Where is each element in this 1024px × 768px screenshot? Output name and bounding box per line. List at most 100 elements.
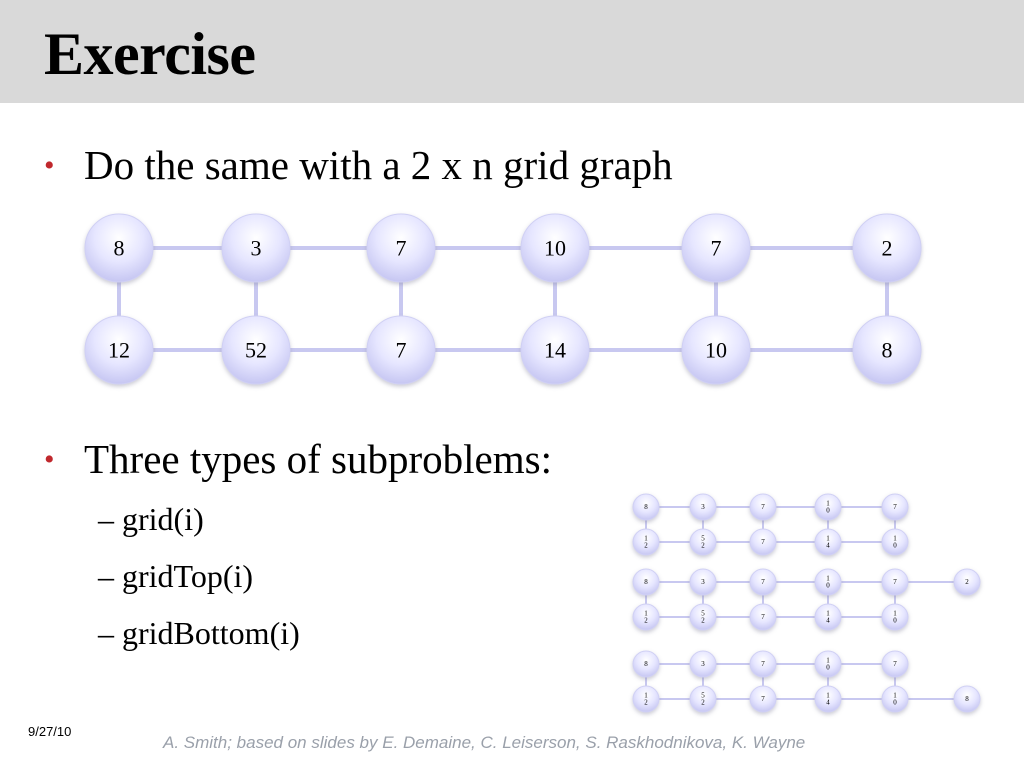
node-label-digit: 4 — [826, 699, 830, 707]
mini-node-top: 3 — [689, 493, 717, 521]
node-label-digit: 1 — [644, 691, 648, 699]
node-circle — [953, 568, 981, 596]
node-bottom: 14 — [520, 315, 590, 385]
node-circle — [689, 568, 717, 596]
node-label: 3 — [701, 660, 705, 668]
node-circle — [520, 315, 590, 385]
mini-node-top: 7 — [749, 568, 777, 596]
mini-node-top: 8 — [632, 650, 660, 678]
node-top: 8 — [84, 213, 154, 283]
mini-node-bottom: 12 — [632, 528, 660, 556]
mini-node-bottom: 14 — [814, 685, 842, 713]
node-label: 3 — [701, 503, 705, 511]
node-label-digit: 4 — [826, 617, 830, 625]
node-bottom: 8 — [852, 315, 922, 385]
node-label-digit: 2 — [701, 542, 705, 550]
node-label-digit: 1 — [826, 534, 830, 542]
node-label-digit: 5 — [701, 691, 705, 699]
subitem-grid-top: – gridTop(i) — [98, 558, 254, 594]
node-circle — [681, 315, 751, 385]
footer-credit: A. Smith; based on slides by E. Demaine,… — [163, 733, 806, 752]
mini-node-top: 8 — [632, 568, 660, 596]
node-label-digit: 2 — [701, 617, 705, 625]
node-circle — [749, 528, 777, 556]
mini-node-top: 7 — [881, 493, 909, 521]
node-label-digit: 1 — [893, 534, 897, 542]
node-label: 8 — [114, 236, 125, 261]
mini-node-bottom: 10 — [881, 603, 909, 631]
node-label-digit: 1 — [826, 609, 830, 617]
node-label-digit: 2 — [644, 699, 648, 707]
node-circle — [881, 568, 909, 596]
node-label: 8 — [965, 695, 969, 703]
node-circle — [881, 528, 909, 556]
node-label-digit: 4 — [826, 542, 830, 550]
node-label-digit: 1 — [826, 499, 830, 507]
node-circle — [632, 685, 660, 713]
node-label: 7 — [893, 503, 897, 511]
node-circle — [221, 315, 291, 385]
node-label-digit: 1 — [826, 691, 830, 699]
node-label-digit: 0 — [826, 507, 830, 515]
node-label: 8 — [644, 660, 648, 668]
node-circle — [689, 603, 717, 631]
node-circle — [852, 315, 922, 385]
node-label-digit: 0 — [893, 617, 897, 625]
node-circle — [852, 213, 922, 283]
node-label: 52 — [245, 338, 267, 363]
node-label: 2 — [965, 578, 969, 586]
mini-node-bottom: 10 — [881, 528, 909, 556]
node-label-digit: 0 — [893, 699, 897, 707]
node-top: 7 — [681, 213, 751, 283]
node-label-digit: 1 — [893, 609, 897, 617]
mini-node-bottom: 12 — [632, 685, 660, 713]
node-circle — [814, 650, 842, 678]
node-circle — [814, 493, 842, 521]
mini-node-bottom: 52 — [689, 528, 717, 556]
node-label: 7 — [893, 578, 897, 586]
mini-node-top: 7 — [881, 650, 909, 678]
node-circle — [221, 213, 291, 283]
node-label: 7 — [396, 236, 407, 261]
node-circle — [632, 493, 660, 521]
node-circle — [881, 493, 909, 521]
node-label: 10 — [544, 236, 566, 261]
node-label-digit: 0 — [826, 582, 830, 590]
node-circle — [953, 685, 981, 713]
mini-node-bottom: 12 — [632, 603, 660, 631]
node-label-digit: 1 — [644, 609, 648, 617]
node-label-digit: 1 — [826, 574, 830, 582]
node-circle — [520, 213, 590, 283]
node-bottom: 10 — [681, 315, 751, 385]
node-label: 7 — [761, 578, 765, 586]
mini-node-top: 7 — [749, 493, 777, 521]
node-label: 7 — [711, 236, 722, 261]
node-top: 2 — [852, 213, 922, 283]
node-label-digit: 2 — [701, 699, 705, 707]
node-label: 7 — [761, 538, 765, 546]
mini-node-bottom: 10 — [881, 685, 909, 713]
node-label: 7 — [893, 660, 897, 668]
node-circle — [814, 603, 842, 631]
bullet-dot: • — [44, 149, 55, 182]
mini-node-bottom: 7 — [749, 528, 777, 556]
node-circle — [681, 213, 751, 283]
node-circle — [366, 315, 436, 385]
mini-node-bottom: 14 — [814, 603, 842, 631]
node-label-digit: 0 — [893, 542, 897, 550]
node-circle — [749, 650, 777, 678]
node-label: 12 — [108, 338, 130, 363]
node-circle — [814, 528, 842, 556]
node-circle — [749, 685, 777, 713]
node-label: 7 — [761, 695, 765, 703]
mini-node-bottom: 14 — [814, 528, 842, 556]
node-bottom: 52 — [221, 315, 291, 385]
node-label: 3 — [701, 578, 705, 586]
node-top: 10 — [520, 213, 590, 283]
node-label: 7 — [761, 613, 765, 621]
mini-node-top: 10 — [814, 568, 842, 596]
node-label-digit: 1 — [893, 691, 897, 699]
